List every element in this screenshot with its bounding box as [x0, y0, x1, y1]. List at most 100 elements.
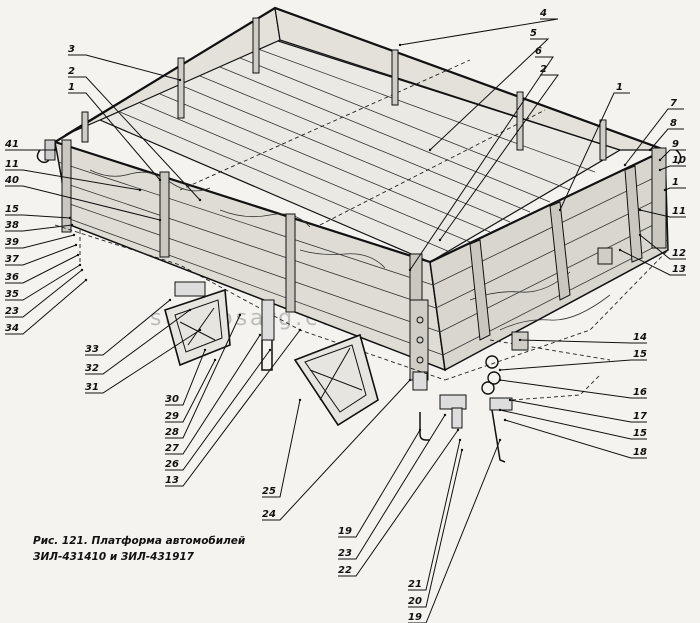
leader-c2a [68, 76, 201, 201]
leader-dot-c17 [508, 398, 512, 402]
leader-dot-c37 [74, 243, 78, 247]
callout-c20: 20 [408, 596, 422, 607]
leader-c12 [639, 234, 686, 260]
leader-c25 [262, 399, 301, 498]
callout-c1c: 1 [672, 177, 679, 188]
leader-dot-c27 [258, 333, 262, 337]
leader-c14 [519, 339, 647, 344]
leader-dot-c40 [158, 218, 162, 222]
leader-dot-c38 [70, 223, 74, 227]
callout-c18: 18 [633, 447, 647, 458]
leader-dot-c18 [503, 418, 507, 422]
callout-c13b: 13 [672, 264, 686, 275]
callout-c23a: 23 [5, 306, 19, 317]
leader-dot-c13a [298, 328, 302, 332]
leader-c32 [85, 309, 191, 375]
callout-c17: 17 [633, 411, 647, 422]
leader-c39 [5, 234, 75, 249]
callout-c27: 27 [165, 443, 179, 454]
platform-body [36, 6, 682, 391]
leader-dot-c19a [418, 428, 422, 432]
leader-dot-c24 [408, 378, 412, 382]
leader-c13a [165, 329, 301, 487]
callout-c6: 6 [535, 46, 542, 57]
leader-c6 [409, 56, 554, 271]
leader-dot-c4 [398, 43, 402, 47]
leader-dot-c2b [438, 238, 442, 242]
callout-c29: 29 [165, 411, 179, 422]
leader-dot-c35 [78, 263, 82, 267]
callout-c32: 32 [85, 363, 99, 374]
callout-c35: 35 [5, 289, 19, 300]
leader-dot-c8 [648, 148, 652, 152]
leader-c29 [165, 359, 216, 423]
callout-c23b: 23 [338, 548, 352, 559]
caption-line-1: Рис. 121. Платформа автомобилей [33, 535, 246, 547]
leader-c21 [408, 439, 461, 591]
leader-c2b [439, 74, 559, 241]
callout-c28: 28 [165, 427, 179, 438]
leader-c19b [408, 439, 501, 623]
callout-c19a: 19 [338, 526, 352, 537]
leader-c22 [338, 429, 459, 577]
top-rail [54, 140, 666, 264]
callout-c2b: 2 [540, 64, 547, 75]
leader-c33 [85, 299, 171, 356]
callout-c41: 41 [4, 139, 19, 150]
callout-c3: 3 [68, 44, 75, 55]
floor-planks [119, 48, 596, 253]
leader-dot-c1c [663, 188, 667, 192]
leader-dot-c23b [443, 413, 447, 417]
callout-c5: 5 [530, 28, 537, 39]
callout-c1b: 1 [616, 82, 623, 93]
leader-dot-c15b [498, 368, 502, 372]
leader-c5 [429, 38, 550, 151]
leader-c36 [5, 254, 79, 284]
leader-c30 [165, 349, 206, 406]
leader-c9 [659, 149, 686, 161]
tailgate-lock-parts [419, 355, 601, 463]
leader-c1c [664, 187, 686, 191]
leader-dot-c26 [268, 348, 272, 352]
leader-dot-c7 [623, 163, 627, 167]
callout-c33: 33 [85, 344, 99, 355]
leader-c4 [399, 18, 559, 46]
leader-c15b [499, 359, 647, 371]
callout-c38: 38 [5, 220, 19, 231]
callout-c22: 22 [338, 565, 352, 576]
leader-c23a [5, 269, 83, 318]
callout-c2a: 2 [68, 66, 75, 77]
top-rail-far [54, 6, 666, 152]
callout-c30: 30 [165, 394, 179, 405]
leader-dot-c11a [138, 188, 142, 192]
leader-dot-c15a [68, 216, 72, 220]
callout-c11b: 11 [672, 206, 686, 217]
leader-dot-c22 [456, 428, 460, 432]
leader-c15a [5, 214, 71, 219]
leader-dot-c33 [168, 298, 172, 302]
leader-c17 [509, 399, 647, 423]
callout-c25: 25 [262, 486, 276, 497]
callout-c1a: 1 [68, 82, 75, 93]
leader-dot-c29 [213, 358, 217, 362]
leader-c15c [499, 409, 647, 440]
leader-c1a [68, 92, 161, 181]
leader-c3 [68, 54, 181, 81]
callout-c10: 10 [672, 155, 686, 166]
leader-dot-c30 [203, 348, 207, 352]
leader-c11a [5, 169, 141, 191]
leader-c13b [619, 249, 686, 276]
leader-dot-c15c [498, 408, 502, 412]
leader-c38 [5, 224, 73, 232]
leader-dot-c2a [198, 198, 202, 202]
leader-dot-c39 [72, 233, 76, 237]
callout-c9: 9 [672, 139, 679, 150]
leader-c8 [649, 128, 684, 151]
leader-c1b [559, 92, 630, 211]
leader-dot-c20 [460, 448, 464, 452]
leader-dot-c1b [558, 208, 562, 212]
leader-dot-c6 [408, 268, 412, 272]
leader-c34 [5, 279, 87, 335]
leader-c24 [262, 379, 411, 521]
